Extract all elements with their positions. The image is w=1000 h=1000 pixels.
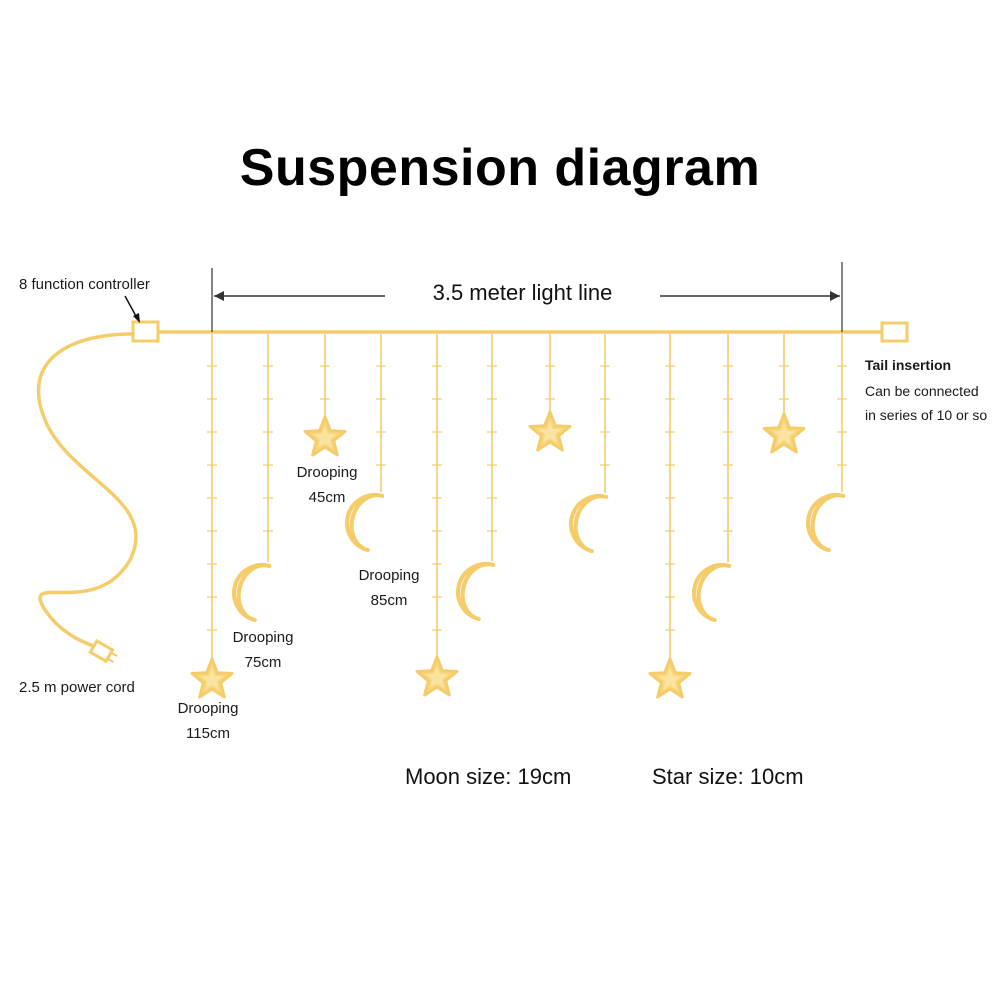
- controller-pointer: [124, 295, 140, 323]
- controller-box: [131, 320, 160, 343]
- drooping-length: 75cm: [244, 654, 282, 671]
- drooping-word: Drooping: [177, 700, 239, 717]
- moon-pendant: [569, 494, 609, 554]
- drooping-length: 45cm: [308, 489, 346, 506]
- tail-insertion-title: Tail insertion: [865, 357, 952, 373]
- moon-pendant: [232, 563, 272, 623]
- moon-pendant: [345, 493, 385, 553]
- moon-size-note: Moon size: 19cm: [405, 764, 572, 789]
- star-size-note: Star size: 10cm: [652, 764, 804, 789]
- tail-note-line-1: Can be connected: [865, 383, 979, 399]
- drooping-word: Drooping: [232, 629, 294, 646]
- drooping-length: 85cm: [370, 592, 408, 609]
- strand-star: [648, 334, 692, 699]
- moon-pendant: [456, 562, 496, 622]
- moon-pendant: [692, 563, 732, 623]
- strand-star: [190, 334, 234, 699]
- strand-moon: [456, 334, 497, 622]
- power-plug: [88, 638, 118, 664]
- strand-moon: [232, 334, 273, 623]
- strand-star: [303, 334, 347, 457]
- strand-star: [762, 334, 806, 454]
- strand-moon: [569, 334, 610, 554]
- drooping-length: 115cm: [186, 725, 230, 742]
- power-cord-label: 2.5 m power cord: [19, 679, 135, 696]
- drooping-word: Drooping: [296, 464, 358, 481]
- light-line-label: 3.5 meter light line: [385, 280, 660, 306]
- drooping-label-45: Drooping 45cm: [282, 464, 372, 506]
- tail-connector: [880, 321, 909, 343]
- moon-pendant: [806, 493, 846, 553]
- drooping-word: Drooping: [358, 567, 420, 584]
- tail-note-line-2: in series of 10 or so: [865, 407, 988, 423]
- hanging-strands: [190, 334, 847, 699]
- power-cord: [36, 332, 142, 650]
- strand-moon: [806, 334, 847, 553]
- drooping-label-85: Drooping 85cm: [344, 567, 434, 609]
- strand-star: [528, 334, 572, 452]
- strand-star: [415, 334, 459, 697]
- strand-moon: [692, 334, 733, 623]
- drooping-label-115: Drooping 115cm: [163, 700, 253, 742]
- strand-moon: [345, 334, 386, 553]
- diagram-title: Suspension diagram: [239, 139, 761, 197]
- drooping-label-75: Drooping 75cm: [218, 629, 308, 671]
- controller-label: 8 function controller: [19, 276, 150, 293]
